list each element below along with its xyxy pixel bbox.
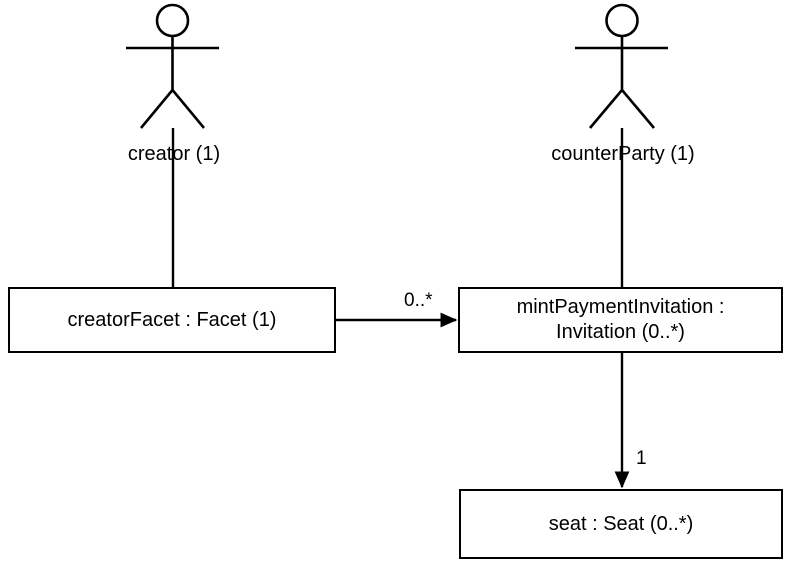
edge-label-multiplicity-one: 1 [636, 448, 647, 469]
uml-box-seat[interactable]: seat : Seat (0..*) [459, 489, 783, 559]
edge-label-multiplicity-zero-to-many: 0..* [404, 290, 433, 311]
actor-creator-icon [126, 3, 219, 129]
actor-label-counterparty: counterParty (1) [551, 143, 695, 165]
actor-label-creator: creator (1) [127, 143, 221, 165]
uml-box-seat-label: seat : Seat (0..*) [548, 512, 694, 535]
actor-counterparty-icon [575, 3, 668, 129]
uml-box-mintpaymentinvitation[interactable]: mintPaymentInvitation : Invitation (0..*… [458, 287, 783, 353]
uml-box-mintpaymentinvitation-label: mintPaymentInvitation : Invitation (0..*… [516, 296, 725, 343]
uml-box-creatorfacet[interactable]: creatorFacet : Facet (1) [8, 287, 336, 353]
uml-box-creatorfacet-label: creatorFacet : Facet (1) [67, 308, 277, 331]
